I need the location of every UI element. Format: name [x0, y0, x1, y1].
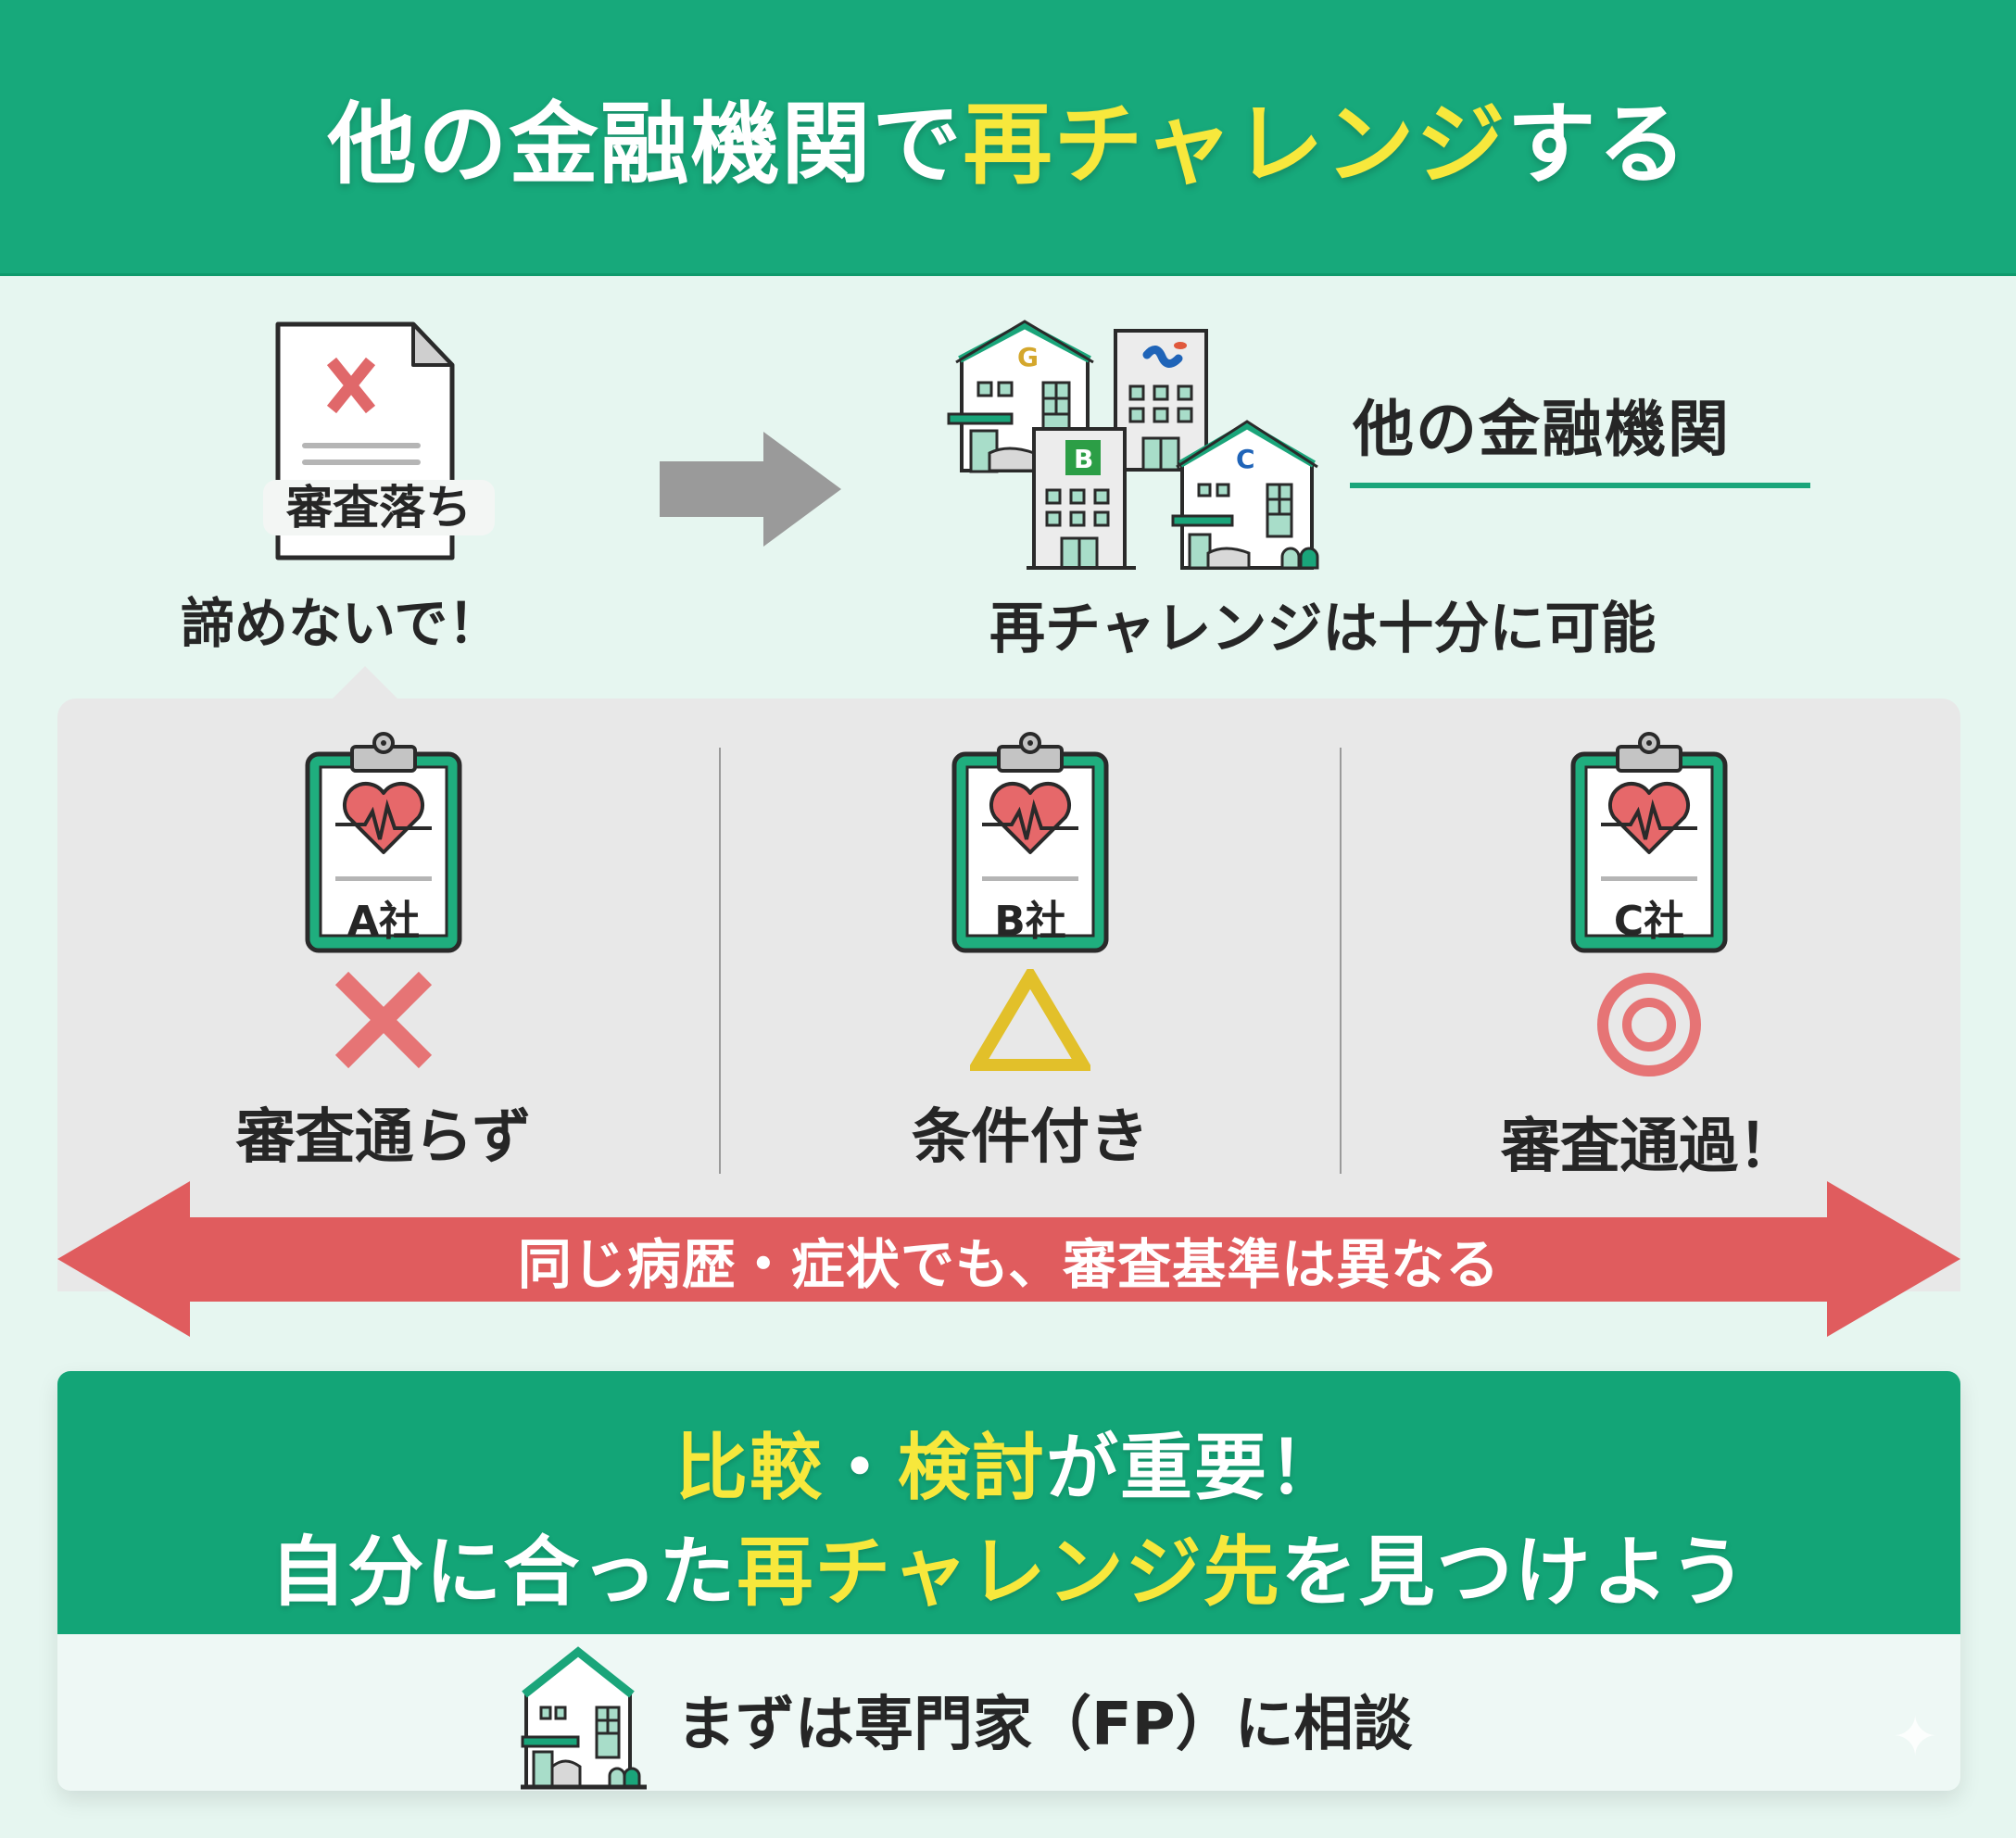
line2-prefix: 自分に合った: [270, 1529, 737, 1617]
company-name: A社: [346, 898, 421, 945]
medical-clipboard-icon: C社: [1569, 732, 1729, 954]
dont-give-up-text: 諦めないで！: [181, 592, 502, 655]
line2-suffix: を見つけよう: [1280, 1529, 1748, 1617]
rechallenge-possible-text: 再チャレンジは十分に可能: [989, 597, 1657, 661]
line1-rest: が重要！: [1046, 1427, 1343, 1510]
cta-line-2: 自分に合った再チャレンジ先を見つけよう: [57, 1510, 1960, 1620]
cross-mark-icon: [333, 969, 435, 1075]
cta-line-1: 比較・検討が重要！: [57, 1410, 1960, 1514]
separator: ・: [823, 1427, 898, 1510]
logo-c: C: [1236, 444, 1255, 474]
result-label: 審査通過！: [1501, 1113, 1797, 1181]
header-banner: 他の金融機関で再チャレンジする: [0, 0, 2016, 276]
financial-institutions-illustration: G B: [934, 318, 1323, 581]
building-tower-n: [1114, 329, 1208, 472]
column-divider: [719, 748, 721, 1174]
house-icon: [521, 1646, 650, 1791]
hl-rechallenge: 再チャレンジ先: [737, 1529, 1281, 1617]
consult-expert-text: まずは専門家（FP）に相談: [676, 1691, 1413, 1759]
company-column-b: B社 条件付き: [715, 732, 1345, 1175]
title-highlight: 再チャレンジ: [963, 93, 1507, 196]
arrow-right-icon: [660, 432, 841, 550]
criteria-differ-text: 同じ病歴・症状でも、審査基準は異なる: [517, 1232, 1501, 1296]
title-prefix: 他の金融機関で: [327, 93, 964, 196]
result-label: 条件付き: [912, 1103, 1149, 1172]
title-suffix: する: [1506, 93, 1689, 196]
double-arrow-icon: [57, 1181, 1960, 1341]
cta-card: 比較・検討が重要！ 自分に合った再チャレンジ先を見つけよう まずは専門家（FP）…: [57, 1371, 1960, 1791]
company-column-c: C社 審査通過！: [1334, 732, 1964, 1184]
other-institutions-title: 他の金融機関: [1353, 394, 1731, 465]
company-column-a: A社 審査通らず: [69, 732, 699, 1175]
title-underline: [1350, 483, 1810, 488]
logo-b: B: [1074, 444, 1093, 474]
building-house-c: C: [1171, 420, 1319, 570]
result-label: 審査通らず: [235, 1103, 532, 1172]
double-circle-icon: [1594, 969, 1705, 1084]
sparkle-icon: ✦: [1892, 1705, 1939, 1769]
hl-compare: 比較: [674, 1427, 824, 1510]
medical-clipboard-icon: B社: [951, 732, 1110, 954]
rejected-label: 審査落ち: [263, 480, 495, 535]
company-name: B社: [994, 898, 1066, 945]
column-divider: [1340, 748, 1342, 1174]
triangle-icon: [965, 963, 1095, 1075]
logo-g: G: [1017, 342, 1039, 372]
company-name: C社: [1613, 898, 1685, 945]
cta-banner: [57, 1371, 1960, 1634]
page-title: 他の金融機関で再チャレンジする: [327, 72, 1688, 201]
hl-consider: 検討: [898, 1427, 1047, 1510]
building-tower-b: B: [1027, 427, 1136, 570]
speech-pointer: [332, 666, 398, 699]
medical-clipboard-icon: A社: [304, 732, 463, 954]
